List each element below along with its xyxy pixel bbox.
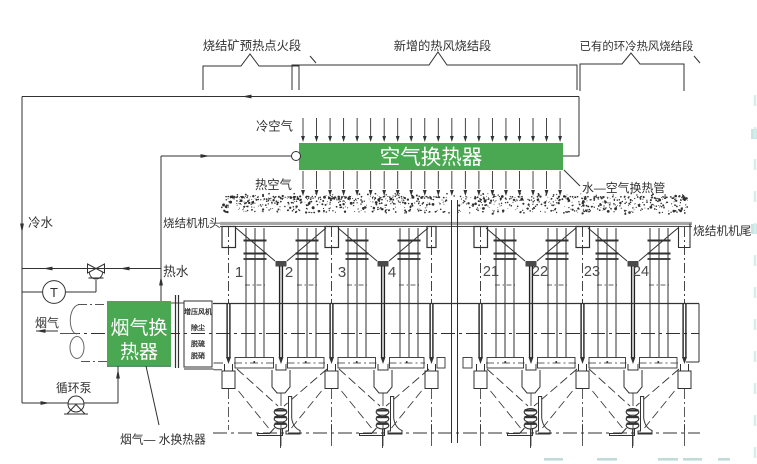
svg-text:新增的热风烧结段: 新增的热风烧结段 (394, 38, 492, 53)
svg-text:除尘: 除尘 (191, 323, 205, 332)
svg-text:1: 1 (235, 264, 243, 281)
svg-text:烧结机机尾: 烧结机机尾 (693, 224, 752, 238)
svg-text:烟气— 水换热器: 烟气— 水换热器 (120, 433, 206, 447)
svg-text:空气换热器: 空气换热器 (380, 146, 483, 169)
svg-text:23: 23 (584, 264, 600, 280)
svg-text:2: 2 (285, 264, 293, 281)
svg-text:增压风机: 增压风机 (184, 307, 212, 316)
svg-text:水—空气换热管: 水—空气换热管 (582, 181, 665, 195)
svg-text:22: 22 (532, 264, 548, 280)
svg-text:烧结矿预热点火段: 烧结矿预热点火段 (203, 38, 301, 53)
svg-text:热水: 热水 (163, 264, 189, 279)
svg-text:脱硫: 脱硫 (191, 339, 205, 348)
svg-text:热空气: 热空气 (255, 177, 292, 192)
svg-text:循环泵: 循环泵 (56, 381, 92, 395)
svg-text:烟气: 烟气 (35, 315, 59, 330)
svg-text:24: 24 (633, 264, 649, 280)
svg-text:已有的环冷热风烧结段: 已有的环冷热风烧结段 (580, 39, 694, 53)
svg-text:T: T (50, 285, 58, 300)
svg-text:冷水: 冷水 (28, 216, 54, 230)
svg-text:烟气换: 烟气换 (110, 317, 167, 339)
svg-text:热器: 热器 (120, 341, 158, 363)
svg-text:21: 21 (483, 264, 499, 280)
svg-text:脱硝: 脱硝 (191, 351, 205, 360)
svg-text:冷空气: 冷空气 (256, 119, 293, 134)
svg-text:3: 3 (338, 264, 346, 281)
svg-text:烧结机机头: 烧结机机头 (163, 216, 221, 230)
svg-text:4: 4 (388, 264, 396, 281)
